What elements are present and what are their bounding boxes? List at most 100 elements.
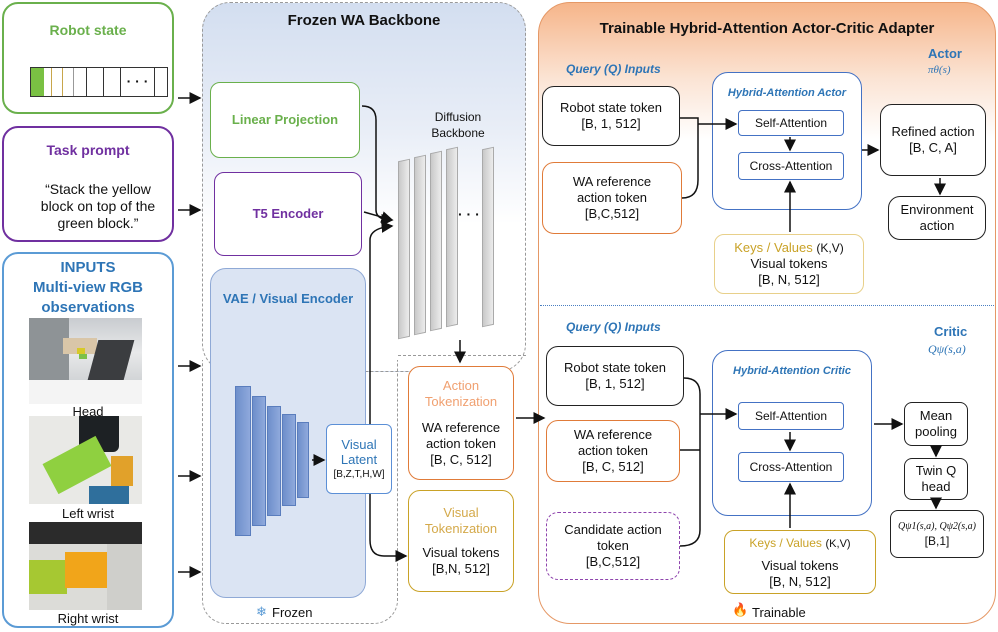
actor-formula: πθ(s) xyxy=(928,64,951,76)
critic-self-attention: Self-Attention xyxy=(738,402,844,430)
frozen-backbone-lower-region xyxy=(202,360,398,624)
critic-self-attention-label: Self-Attention xyxy=(754,409,828,423)
critic-wa-ref-l2: action token xyxy=(577,443,649,458)
diffusion-label-2: Backbone xyxy=(431,126,485,140)
adapter-divider xyxy=(540,305,994,306)
observations-box: INPUTS Multi-view RGB observations Head … xyxy=(2,252,174,628)
diffusion-layer-5 xyxy=(482,146,494,328)
vae-layer-5 xyxy=(297,422,309,498)
vae-layer-3 xyxy=(267,406,281,516)
action-tok-t1: Action xyxy=(442,378,480,393)
twin-q-head-box: Twin Q head xyxy=(904,458,968,500)
refined-action-l2: [B, C, A] xyxy=(909,140,957,155)
critic-kv-k1: Keys / Values xyxy=(749,535,822,550)
diffusion-layer-4 xyxy=(446,146,458,328)
diffusion-label-1: Diffusion xyxy=(434,110,482,124)
critic-robot-state-l1: Robot state token xyxy=(564,360,666,375)
actor-label: Actor xyxy=(928,46,962,61)
task-prompt-text: “Stack the yellow block on top of the gr… xyxy=(40,181,156,231)
actor-kv-line1: Keys / Values (K,V) xyxy=(734,240,844,256)
adapter-title: Trainable Hybrid-Attention Actor-Critic … xyxy=(599,20,935,37)
visual-tok-t2: Tokenization xyxy=(424,521,498,536)
critic-wa-ref-token: WA reference action token [B, C, 512] xyxy=(546,420,680,482)
action-tok-b1: WA reference xyxy=(421,420,501,435)
action-tok-t2: Tokenization xyxy=(424,394,498,409)
twin-q-l1: Twin Q xyxy=(915,463,957,478)
hybrid-attention-critic-block: Hybrid-Attention Critic xyxy=(712,350,872,516)
robot-state-title: Robot state xyxy=(49,22,127,38)
view-label-head: Head xyxy=(72,404,104,419)
actor-query-title: Query (Q) Inputs xyxy=(566,62,661,76)
multiview-title: Multi-view RGB xyxy=(32,279,143,296)
mean-pool-l1: Mean xyxy=(919,408,953,423)
actor-wa-ref-l2: action token xyxy=(576,190,648,205)
critic-label: Critic xyxy=(934,324,968,339)
actor-kv-box: Keys / Values (K,V) Visual tokens [B, N,… xyxy=(714,234,864,294)
critic-query-title: Query (Q) Inputs xyxy=(566,320,661,334)
critic-block-title: Hybrid-Attention Critic xyxy=(733,365,851,377)
frozen-icon: ❄ xyxy=(256,604,267,619)
actor-block-title: Hybrid-Attention Actor xyxy=(727,87,847,99)
diffusion-layer-3 xyxy=(430,150,442,332)
env-action-l2: action xyxy=(919,218,955,233)
candidate-l3: [B,C,512] xyxy=(585,554,641,569)
right-wrist-camera-image xyxy=(29,522,142,610)
robot-state-ellipsis: · · · xyxy=(121,68,155,96)
candidate-l1: Candidate action xyxy=(564,522,662,537)
visual-latent-box: Visual Latent [B,Z,T,H,W] xyxy=(326,424,392,494)
actor-cross-attention-label: Cross-Attention xyxy=(749,159,833,173)
linear-projection-box: Linear Projection xyxy=(210,82,360,158)
mean-pool-l2: pooling xyxy=(915,424,957,439)
visual-tok-b2: [B,N, 512] xyxy=(432,561,490,576)
visual-latent-shape: [B,Z,T,H,W] xyxy=(333,468,385,480)
trainable-icon: 🔥 xyxy=(732,602,749,617)
linear-projection-label: Linear Projection xyxy=(231,112,339,127)
critic-kv-box: Keys / Values (K,V) Visual tokens [B, N,… xyxy=(724,530,876,594)
environment-action-box: Environment action xyxy=(888,196,986,240)
diffusion-ellipsis: · · · xyxy=(458,206,480,222)
trainable-label: Trainable xyxy=(752,605,806,620)
action-tok-b2: action token xyxy=(425,436,497,451)
q-output-values: Qψ1(s,a), Qψ2(s,a) xyxy=(898,521,976,532)
head-camera-image xyxy=(29,318,142,404)
t5-encoder-box: T5 Encoder xyxy=(214,172,362,256)
mean-pooling-box: Mean pooling xyxy=(904,402,968,446)
visual-latent-l2: Latent xyxy=(340,451,378,467)
vae-layer-4 xyxy=(282,414,296,506)
critic-kv-line1: Keys / Values (K,V) xyxy=(749,535,850,552)
actor-kv-l2: Visual tokens xyxy=(750,256,828,271)
visual-tokenization-box: Visual Tokenization Visual tokens [B,N, … xyxy=(408,490,514,592)
candidate-l2: token xyxy=(597,538,629,553)
vae-layer-2 xyxy=(252,396,266,526)
actor-self-attention-label: Self-Attention xyxy=(754,116,828,130)
critic-kv-k2: (K,V) xyxy=(825,537,851,550)
visual-latent-l1: Visual xyxy=(341,436,377,452)
task-prompt-title: Task prompt xyxy=(46,142,130,158)
visual-tok-b1: Visual tokens xyxy=(422,545,500,560)
actor-self-attention: Self-Attention xyxy=(738,110,844,136)
view-label-left-wrist: Left wrist xyxy=(61,506,114,521)
vae-layer-1 xyxy=(235,386,251,536)
left-wrist-camera-image xyxy=(29,416,142,504)
actor-robot-state-l2: [B, 1, 512] xyxy=(581,116,641,131)
diffusion-layer-1 xyxy=(398,158,410,340)
critic-cross-attention: Cross-Attention xyxy=(738,452,844,482)
frozen-label: Frozen xyxy=(272,605,313,620)
action-tok-b3: [B, C, 512] xyxy=(430,452,492,467)
backbone-title: Frozen WA Backbone xyxy=(287,12,441,29)
refined-action-l1: Refined action xyxy=(891,124,975,139)
actor-wa-ref-l3: [B,C,512] xyxy=(584,206,640,221)
actor-wa-ref-token: WA reference action token [B,C,512] xyxy=(542,162,682,234)
diffusion-layer-2 xyxy=(414,154,426,336)
inputs-title: INPUTS xyxy=(60,259,116,276)
observations-title: observations xyxy=(41,299,135,316)
critic-cross-attention-label: Cross-Attention xyxy=(749,460,833,474)
vae-label: VAE / Visual Encoder xyxy=(222,291,354,306)
q-output-box: Qψ1(s,a), Qψ2(s,a) [B,1] xyxy=(890,510,984,558)
actor-robot-state-l1: Robot state token xyxy=(560,100,662,115)
task-prompt-box: Task prompt “Stack the yellow block on t… xyxy=(2,126,174,242)
actor-robot-state-token: Robot state token [B, 1, 512] xyxy=(542,86,680,146)
actor-wa-ref-l1: WA reference xyxy=(572,174,652,189)
t5-encoder-label: T5 Encoder xyxy=(252,206,324,221)
critic-wa-ref-l1: WA reference xyxy=(573,427,653,442)
